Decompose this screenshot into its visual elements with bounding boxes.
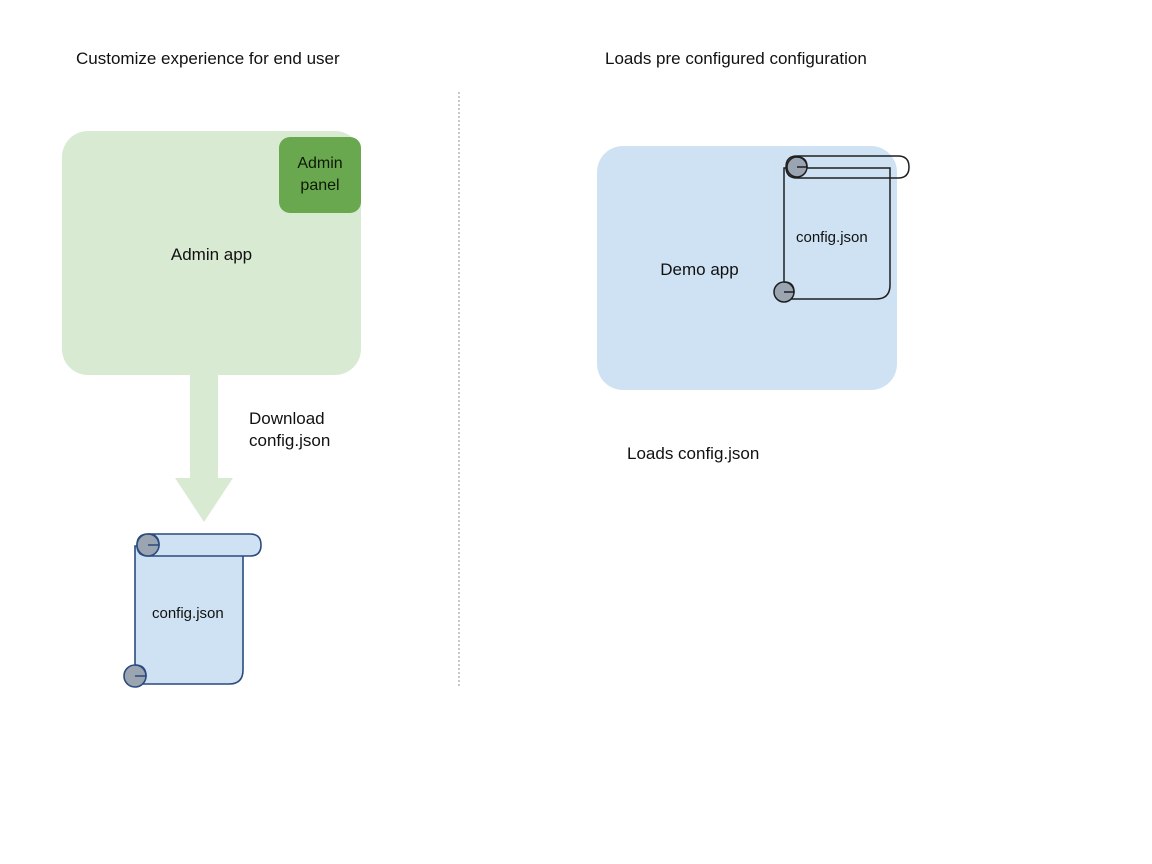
demo-config-file-icon[interactable]: config.json bbox=[770, 152, 916, 310]
demo-app-label: Demo app bbox=[660, 260, 739, 279]
demo-app-card: Demo app bbox=[597, 146, 897, 390]
admin-panel-chip[interactable]: Admin panel bbox=[279, 137, 361, 213]
admin-panel-chip-line1: Admin bbox=[297, 155, 343, 172]
demo-config-file-label: config.json bbox=[796, 229, 868, 246]
download-arrow-icon bbox=[174, 374, 234, 526]
download-caption-line2: config.json bbox=[249, 431, 331, 450]
config-file-label: config.json bbox=[152, 605, 224, 622]
left-panel-title: Customize experience for end user bbox=[76, 49, 340, 68]
download-caption-line1: Download bbox=[249, 409, 325, 428]
right-panel-title: Loads pre configured configuration bbox=[605, 49, 867, 68]
admin-panel-chip-line2: panel bbox=[300, 177, 340, 194]
admin-app-label: Admin app bbox=[170, 245, 253, 264]
download-caption: Download config.json bbox=[249, 408, 330, 452]
loads-config-caption: Loads config.json bbox=[627, 444, 760, 463]
panel-divider bbox=[458, 92, 460, 686]
config-file-icon[interactable]: config.json bbox=[118, 528, 268, 693]
